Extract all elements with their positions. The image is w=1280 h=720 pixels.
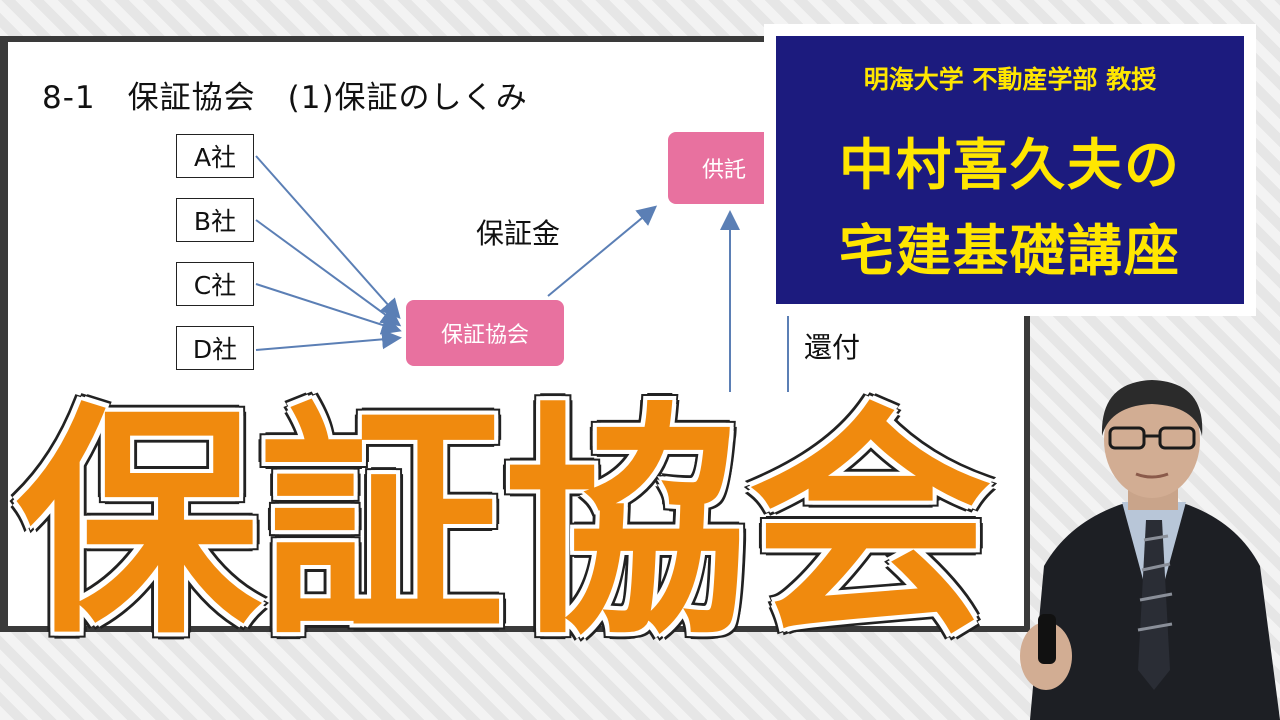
card-course-title: 宅建基礎講座 (838, 218, 1181, 283)
association-box: 保証協会 (406, 300, 564, 366)
label-refund: 還付 (804, 331, 861, 364)
company-box-a: A社 (176, 134, 254, 178)
company-box-c: C社 (176, 262, 254, 306)
card-affiliation: 明海大学 不動産学部 教授 (863, 65, 1157, 94)
label-guarantee-money: 保証金 (476, 217, 561, 250)
presenter-image (1020, 380, 1280, 720)
company-box-d: D社 (176, 326, 254, 370)
slide-title: 8-1 保証協会 (1)保証のしくみ (42, 80, 528, 116)
company-box-b: B社 (176, 198, 254, 242)
overlay-title: 保証協会 (16, 383, 992, 667)
title-card: 明海大学 不動産学部 教授 中村喜久夫の 宅建基礎講座 (776, 36, 1244, 304)
card-lecturer-name: 中村喜久夫の (838, 132, 1181, 197)
